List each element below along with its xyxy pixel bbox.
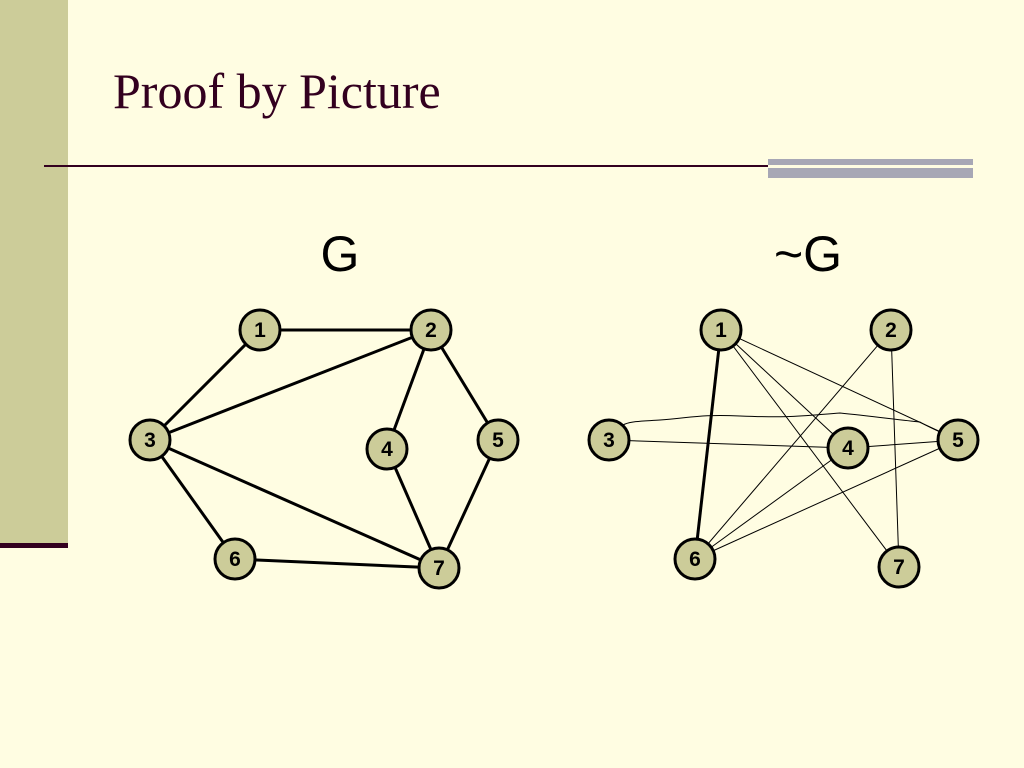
title-rule	[44, 165, 768, 167]
g-node-1	[238, 308, 282, 352]
g-node-label-2: 2	[425, 319, 437, 342]
complement-node-label-3: 3	[603, 429, 615, 452]
graph-g-label: G	[320, 226, 360, 282]
graph-g: 1 2 3 4 5 6 7	[128, 308, 520, 590]
g-edge-3-6	[148, 439, 237, 560]
g-node-label-5: 5	[492, 429, 504, 452]
complement-node-5	[936, 418, 980, 462]
g-edge-5-7	[437, 439, 500, 569]
g-node-2	[409, 308, 453, 352]
g-node-label-4: 4	[381, 438, 393, 461]
complement-edge-4-6	[694, 447, 849, 560]
title-rule-accent	[768, 159, 973, 178]
g-node-4	[365, 427, 409, 471]
complement-node-2	[869, 308, 913, 352]
graph-complement-label: ~G	[773, 226, 843, 282]
g-edge-3-7	[149, 438, 440, 570]
title-rule-accent-line	[768, 165, 973, 168]
complement-edge-1-6	[693, 329, 723, 560]
g-node-label-7: 7	[433, 557, 445, 580]
g-node-label-3: 3	[144, 429, 156, 452]
g-edge-1-3	[148, 328, 262, 442]
complement-node-label-2: 2	[885, 319, 897, 342]
g-node-label-6: 6	[229, 548, 241, 571]
g-node-label-1: 1	[254, 319, 266, 342]
slide-title: Proof by Picture	[113, 63, 441, 119]
g-node-3	[128, 418, 172, 462]
left-bar-underline	[0, 543, 68, 548]
complement-edge-5-6	[694, 439, 959, 560]
complement-node-label-7: 7	[893, 556, 905, 579]
complement-node-3	[587, 418, 631, 462]
complement-edge-2-7	[890, 329, 900, 568]
g-edge-6-7	[234, 557, 440, 570]
g-node-7	[417, 546, 461, 590]
graph-complement: 1 2 3 4 5 6 7	[587, 308, 980, 589]
complement-node-4	[826, 426, 870, 470]
complement-node-6	[673, 537, 717, 581]
complement-node-label-4: 4	[842, 437, 854, 460]
g-node-5	[476, 418, 520, 462]
complement-edge-3-4	[608, 439, 849, 449]
complement-node-label-1: 1	[715, 319, 727, 342]
left-decorative-bar	[0, 0, 68, 545]
complement-node-label-5: 5	[952, 429, 964, 452]
complement-node-7	[877, 545, 921, 589]
g-edge-2-3	[149, 328, 432, 442]
g-node-6	[213, 537, 257, 581]
complement-edge-3-5	[608, 412, 959, 441]
complement-edge-1-4	[720, 329, 849, 449]
complement-edge-1-7	[720, 329, 900, 568]
g-edge-4-7	[385, 448, 441, 569]
complement-edge-2-6	[694, 329, 892, 560]
complement-node-1	[699, 308, 743, 352]
complement-node-label-6: 6	[689, 548, 701, 571]
